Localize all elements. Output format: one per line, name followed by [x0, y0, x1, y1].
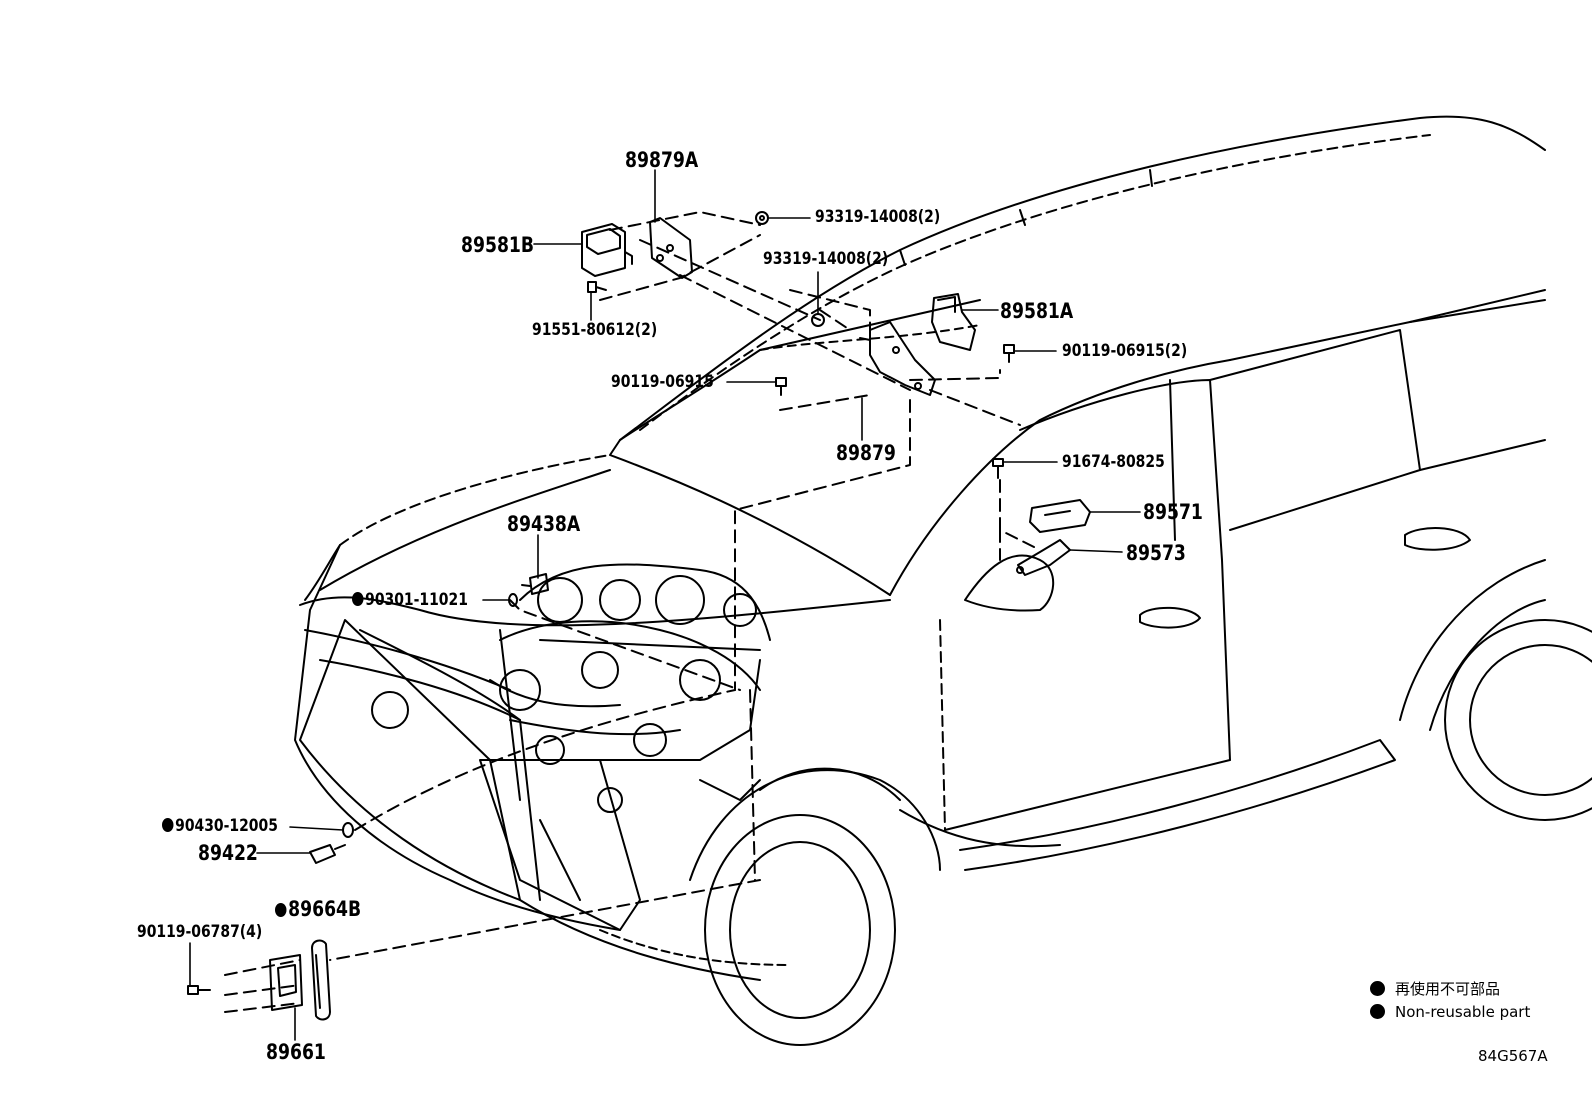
- callout-89571: 89571: [1143, 500, 1203, 524]
- part-nut-93319-a: [755, 211, 769, 225]
- callout-89581A: 89581A: [1000, 299, 1074, 323]
- callout-89581B: 89581B: [461, 233, 535, 257]
- callout-93319-14008-b: 93319-14008(2): [763, 249, 889, 269]
- callout-89661: 89661: [266, 1040, 326, 1064]
- filled-circle-icon: [1370, 1004, 1385, 1019]
- callout-89879A: 89879A: [625, 148, 699, 172]
- part-bracket-89573: [1016, 539, 1071, 576]
- part-ecu-89581A: [931, 293, 976, 351]
- callout-93319-14008-a: 93319-14008(2): [815, 207, 941, 227]
- callout-91551-80612: 91551-80612(2): [532, 320, 658, 340]
- part-sensor-89422: [309, 844, 346, 864]
- part-sensor-89438A: [521, 573, 549, 595]
- part-bracket-89879: [859, 321, 936, 396]
- part-bolt-90119-a: [1003, 344, 1015, 363]
- part-seal-89664B: [311, 939, 331, 1021]
- callout-89438A: 89438A: [507, 512, 581, 536]
- callout-90119-06915-b: 90119-06915: [611, 372, 714, 392]
- non-reusable-dot-icon: [162, 818, 174, 832]
- callout-90301-11021: 90301-11021: [352, 592, 468, 609]
- part-sensor-89661: [269, 954, 303, 1011]
- vehicle-body: [294, 115, 1592, 1046]
- callout-89573: 89573: [1126, 541, 1186, 565]
- non-reusable-dot-icon: [352, 592, 364, 606]
- callout-90119-06787: 90119-06787(4): [137, 922, 263, 942]
- part-ecu-89581B: [581, 223, 633, 277]
- callout-91674-80825: 91674-80825: [1062, 452, 1165, 472]
- callout-90430-12005: 90430-12005: [162, 818, 278, 835]
- non-reusable-dot-icon: [275, 903, 287, 917]
- legend-non-reusable-ja: 再使用不可部品: [1370, 978, 1500, 999]
- filled-circle-icon: [1370, 981, 1385, 996]
- callout-89664B: 89664B: [275, 899, 361, 920]
- legend-non-reusable-en: Non-reusable part: [1370, 1003, 1530, 1021]
- part-bolt-90119-b: [775, 377, 787, 396]
- callout-89422: 89422: [198, 841, 258, 865]
- callout-89879: 89879: [836, 441, 896, 465]
- part-gasket-90430: [342, 822, 354, 838]
- callout-leaders: [189, 169, 1141, 1041]
- part-bracket-89879A: [649, 217, 693, 279]
- callout-90119-06915-a: 90119-06915(2): [1062, 341, 1188, 361]
- part-bolt-91551: [587, 281, 607, 293]
- part-screw-91674: [992, 458, 1004, 479]
- part-module-89571: [1029, 499, 1091, 533]
- part-bolt-90119-06787: [187, 985, 211, 995]
- drawing-code: 84G567A: [1478, 1047, 1548, 1065]
